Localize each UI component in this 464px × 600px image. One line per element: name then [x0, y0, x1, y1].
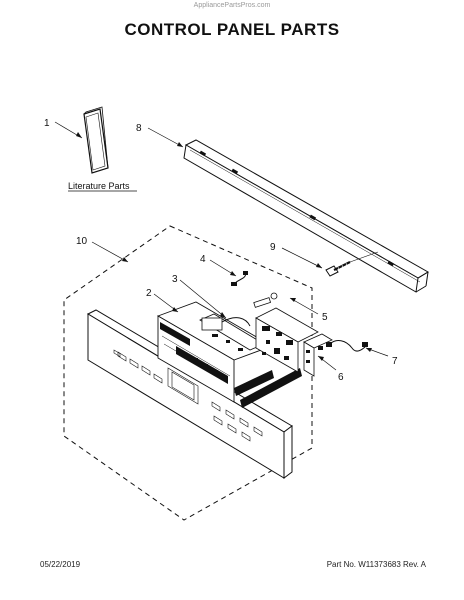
leader-line-8 [147, 127, 184, 148]
callout-5: 5 [322, 312, 328, 323]
leader-arrow-6 [318, 356, 324, 361]
callout-6: 6 [338, 372, 344, 383]
leader-arrow-5 [290, 298, 296, 302]
leader-arrow-4 [230, 271, 236, 276]
callout-8: 8 [136, 123, 142, 134]
leader-arrow-7 [366, 348, 372, 352]
page-title: CONTROL PANEL PARTS [124, 20, 340, 39]
screw [325, 251, 379, 277]
leader-arrow-10 [122, 257, 128, 262]
callout-1: 1 [44, 118, 50, 129]
callout-2: 2 [146, 288, 152, 299]
wire-connector [231, 271, 248, 286]
control-board [199, 313, 265, 351]
leader-line-10 [91, 241, 129, 263]
footer-part-number: Part No. W11373683 Rev. A [326, 560, 426, 569]
leader-arrow-9 [316, 263, 322, 268]
main-board [253, 292, 319, 373]
assembly-boundary [63, 225, 313, 521]
literature-booklet [83, 106, 109, 174]
bracket [303, 333, 333, 377]
callout-3: 3 [172, 274, 178, 285]
wire-harness [326, 340, 368, 352]
leader-arrow-2 [172, 307, 178, 312]
literature-parts-label: Literature Parts [68, 181, 130, 191]
callout-4: 4 [200, 254, 206, 265]
leader-arrow-8 [177, 142, 183, 147]
callout-9: 9 [270, 242, 276, 253]
leader-arrow-1 [76, 132, 82, 138]
callout-10: 10 [76, 236, 88, 247]
callout-7: 7 [392, 356, 398, 367]
footer-date: 05/22/2019 [40, 560, 81, 569]
leader-line-9 [281, 247, 323, 269]
trim-strip [183, 139, 429, 293]
leader-line-3 [179, 279, 227, 319]
watermark-text: AppliancePartsPros.com [193, 2, 271, 9]
leader-arrow-3 [220, 312, 226, 318]
